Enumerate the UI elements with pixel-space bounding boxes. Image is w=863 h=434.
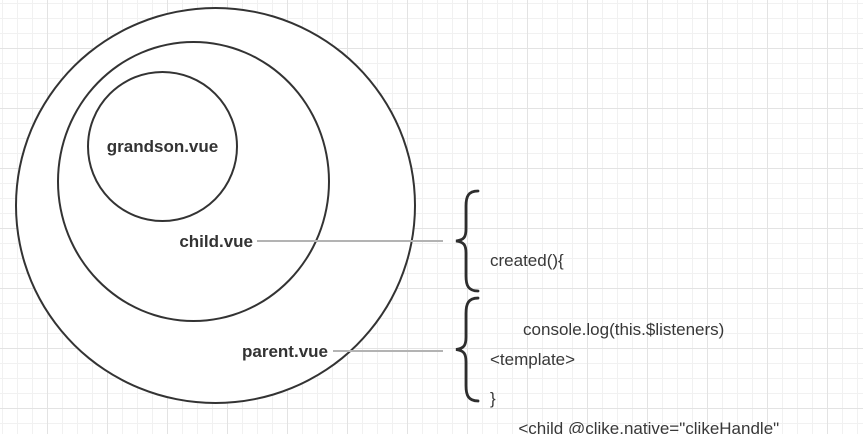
code-line: <child @clike.native="clikeHandle" (490, 419, 780, 434)
label-grandson-text: grandson.vue (106, 136, 219, 156)
code-line: } (490, 389, 496, 408)
curly-brace-parent-icon (455, 296, 480, 403)
label-child: child.vue (179, 232, 253, 251)
label-grandson: grandson.vue (87, 71, 238, 222)
code-block-child: created(){ console.log(this.$listeners) … (490, 203, 724, 434)
label-parent: parent.vue (242, 342, 328, 361)
code-line: <template> (490, 350, 576, 369)
connector-line-child (257, 240, 443, 242)
code-line: console.log(this.$listeners) (490, 320, 725, 339)
code-block-parent: <template> <child @clike.native="clikeHa… (490, 302, 779, 434)
connector-line-parent (333, 350, 443, 352)
circle-grandson (87, 71, 238, 222)
code-line: created(){ (490, 251, 564, 270)
curly-brace-child-icon (455, 189, 480, 293)
